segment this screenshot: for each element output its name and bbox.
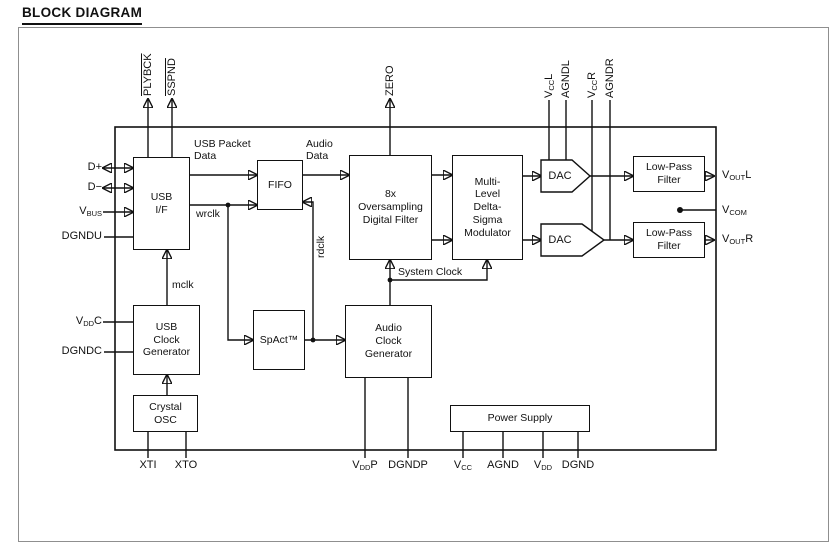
label-pre: SSPND (166, 58, 178, 96)
label-sub: BUS (86, 209, 102, 218)
label-sub: CC (547, 79, 556, 91)
pin-label-vbus: VBUS (42, 205, 102, 220)
block-audio-clock-generator: Audio Clock Generator (345, 305, 432, 378)
pin-label-plybck: PLYBCK (142, 53, 154, 96)
pin-label-vddp: VDDP (335, 459, 395, 474)
pin-label-dgndc: DGNDC (42, 345, 102, 360)
block-power-supply: Power Supply (450, 405, 590, 432)
label-pre: ZERO (384, 65, 396, 96)
pin-label-vcom: VCOM (722, 204, 747, 219)
junction-dot-system-clock (387, 277, 393, 283)
pin-label-sspnd: SSPND (166, 58, 178, 96)
signal-label-usb-packet-data: USB Packet Data (194, 138, 251, 163)
label-pre: V (79, 205, 87, 217)
label-post: L (543, 73, 555, 80)
block-delta-sigma-modulator: Multi- Level Delta- Sigma Modulator (452, 155, 523, 260)
label-pre: V (722, 204, 730, 216)
pin-label-zero: ZERO (384, 65, 396, 96)
page-title: BLOCK DIAGRAM (22, 5, 143, 25)
block-lowpass-filter-right: Low-Pass Filter (633, 222, 705, 258)
label-pre: D+ (87, 161, 102, 173)
chip-boundary (114, 126, 717, 451)
pin-label-agndl: AGNDL (560, 60, 572, 98)
dac-right-shape (540, 223, 606, 257)
block-usb-clock-generator: USB Clock Generator (133, 305, 200, 375)
label-pre: AGND (487, 459, 519, 471)
label-sub: OUT (729, 173, 746, 182)
junction-dot-vcom (677, 207, 683, 213)
label-pre: AGNDR (604, 58, 616, 98)
block-usb-interface: USB I/F (133, 157, 190, 250)
pin-label-dplus: D+ (42, 161, 102, 176)
block-lowpass-filter-left: Low-Pass Filter (633, 156, 705, 192)
wire-spact-input (227, 205, 253, 340)
pin-label-vdd: VDD (513, 459, 573, 474)
figure-border (18, 27, 829, 542)
label-post: L (745, 169, 752, 181)
junction-dot-rdclk (310, 337, 316, 343)
pin-label-agnd: AGND (473, 459, 533, 472)
label-sub: DD (83, 319, 95, 328)
label-post: C (94, 315, 102, 327)
pin-label-vcc: VCC (433, 459, 493, 474)
label-pre: V (352, 459, 360, 471)
dac-left-shape (540, 159, 592, 193)
label-post: R (745, 233, 754, 245)
label-pre: DGNDU (61, 230, 102, 242)
pin-label-dgndu: DGNDU (42, 230, 102, 245)
pin-label-vccl: VCCL (543, 73, 556, 98)
pin-label-voutl: VOUTL (722, 169, 751, 184)
wire-system-clock-modulator (390, 260, 487, 281)
pin-label-voutr: VOUTR (722, 233, 753, 248)
signal-label-audio-data: Audio Data (306, 138, 333, 163)
label-post: R (586, 71, 598, 80)
pin-label-xti: XTI (118, 459, 178, 472)
label-pre: XTO (174, 459, 198, 471)
signal-label-wrclk: wrclk (196, 208, 220, 220)
junction-dot-wrclk (225, 202, 231, 208)
pin-label-dgnd: DGND (548, 459, 608, 472)
pin-label-dgndp: DGNDP (378, 459, 438, 472)
pin-label-xto: XTO (156, 459, 216, 472)
signal-label-system-clock: System Clock (398, 266, 463, 278)
label-pre: PLYBCK (142, 53, 154, 96)
label-pre: DGNDP (388, 459, 428, 471)
label-pre: V (533, 459, 542, 471)
label-sub: OUT (729, 237, 746, 246)
label-pre: V (453, 459, 462, 471)
pin-label-dminus: D− (42, 181, 102, 196)
label-pre: AGNDL (560, 60, 572, 98)
label-sub: DD (541, 463, 553, 472)
block-dac-left: DAC (548, 170, 572, 182)
label-pre: V (586, 90, 598, 98)
label-pre: D− (87, 181, 102, 193)
label-pre: DGND (561, 459, 595, 471)
label-pre: V (722, 169, 730, 181)
block-crystal-osc: Crystal OSC (133, 395, 198, 432)
block-dac-right: DAC (548, 234, 572, 246)
wire-rdclk (303, 202, 314, 340)
label-pre: V (722, 233, 730, 245)
label-sub: COM (729, 208, 747, 217)
label-sub: DD (359, 463, 371, 472)
label-post: P (370, 459, 378, 471)
label-pre: V (543, 90, 555, 98)
label-pre: V (75, 315, 84, 327)
signal-label-rdclk: rdclk (315, 235, 327, 258)
block-fifo: FIFO (257, 160, 303, 210)
signal-label-mclk: mclk (172, 279, 194, 291)
pin-label-vddc: VDDC (42, 315, 102, 330)
pin-label-agndr: AGNDR (604, 58, 616, 98)
label-pre: DGNDC (61, 345, 102, 357)
label-pre: XTI (139, 459, 157, 471)
pin-label-vccr: VCCR (586, 71, 599, 98)
block-digital-filter: 8x Oversampling Digital Filter (349, 155, 432, 260)
block-spact: SpAct™ (253, 310, 305, 370)
label-sub: CC (590, 79, 599, 91)
label-sub: CC (461, 463, 473, 472)
